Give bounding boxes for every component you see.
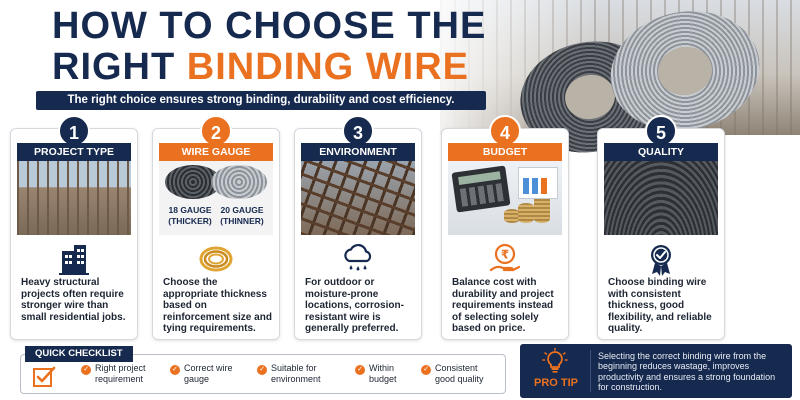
card-number: 5	[645, 115, 677, 147]
card-title: ENVIRONMENT	[301, 143, 415, 161]
card-number: 2	[200, 115, 232, 147]
checklist-item-line2: environment	[271, 373, 321, 384]
card-description: Heavy structural projects often require …	[21, 277, 126, 323]
pro-tip-text: Selecting the correct binding wire from …	[598, 351, 776, 392]
card-title: BUDGET	[448, 143, 562, 161]
pro-tip-panel: PRO TIP Selecting the correct binding wi…	[520, 344, 792, 398]
checkbox-checked-icon	[33, 366, 57, 388]
page-title-line1: HOW TO CHOOSE THE	[52, 5, 487, 47]
grey-coil-image	[211, 165, 267, 199]
check-icon: ✓	[81, 365, 91, 375]
subtitle-banner: The right choice ensures strong binding,…	[36, 91, 486, 110]
title-prefix: RIGHT	[52, 46, 187, 88]
construction-image	[17, 161, 131, 235]
card-title: QUALITY	[604, 143, 718, 161]
building-icon	[56, 241, 92, 277]
card-description: Choose binding wire with consistent thic…	[608, 277, 712, 335]
card-number: 3	[342, 115, 374, 147]
title-accent: BINDING WIRE	[186, 46, 469, 88]
gauge-label-18: 18 GAUGE (THICKER)	[168, 205, 212, 226]
report-image	[518, 167, 558, 199]
coin-stack-image	[504, 209, 520, 223]
budget-image	[448, 161, 562, 235]
card-wire-gauge: 2 WIRE GAUGE 18 GAUGE (THICKER) 20 GAUGE…	[152, 115, 280, 340]
check-icon: ✓	[170, 365, 180, 375]
check-icon: ✓	[421, 365, 431, 375]
rain-cloud-icon	[340, 241, 376, 277]
checklist-item-line1: Consistent	[435, 363, 478, 373]
card-title: PROJECT TYPE	[17, 143, 131, 161]
card-budget: 4 BUDGET ₹ Balance cost with durability …	[441, 115, 569, 340]
checklist-item-line1: Right project	[95, 363, 146, 373]
card-number: 4	[489, 115, 521, 147]
wire-coil-icon	[198, 241, 234, 277]
check-icon: ✓	[257, 365, 267, 375]
checklist-title: QUICK CHECKLIST	[25, 346, 133, 362]
checklist-item-line2: gauge	[184, 373, 210, 384]
card-environment: 3 ENVIRONMENT For outdoor or moisture-pr…	[294, 115, 422, 340]
card-description: For outdoor or moisture-prone locations,…	[305, 277, 404, 335]
coin-stack-image	[534, 195, 550, 223]
check-icon: ✓	[355, 365, 365, 375]
rupee-hand-icon: ₹	[487, 241, 523, 277]
lightbulb-icon	[542, 347, 568, 374]
checklist-item-line2: budget	[369, 373, 397, 384]
coin-stack-image	[518, 203, 534, 223]
pro-tip-label: PRO TIP	[533, 377, 578, 389]
checklist-item-line1: Suitable for	[271, 363, 317, 373]
card-description: Choose the appropriate thickness based o…	[163, 277, 272, 335]
checklist-item-line1: Within	[369, 363, 395, 373]
card-quality: 5 QUALITY Choose binding wire with consi…	[597, 115, 725, 340]
calculator-image	[451, 165, 511, 213]
rebar-image	[301, 161, 415, 235]
card-project-type: 1 PROJECT TYPE Heavy structural projects…	[10, 115, 138, 340]
wire-gauge-image: 18 GAUGE (THICKER) 20 GAUGE (THINNER)	[159, 161, 273, 235]
divider	[590, 350, 591, 392]
checklist-item-line2: requirement	[95, 373, 144, 384]
checklist-item-line1: Correct wire	[184, 363, 233, 373]
svg-text:₹: ₹	[501, 248, 509, 262]
gauge-label-20: 20 GAUGE (THINNER)	[220, 205, 264, 226]
checklist-item-line2: good quality	[435, 373, 484, 384]
card-title: WIRE GAUGE	[159, 143, 273, 161]
wire-closeup-image	[604, 161, 718, 235]
page-title-line2: RIGHT BINDING WIRE	[52, 47, 469, 87]
card-description: Balance cost with durability and project…	[452, 277, 554, 335]
quality-medal-icon	[643, 241, 679, 277]
